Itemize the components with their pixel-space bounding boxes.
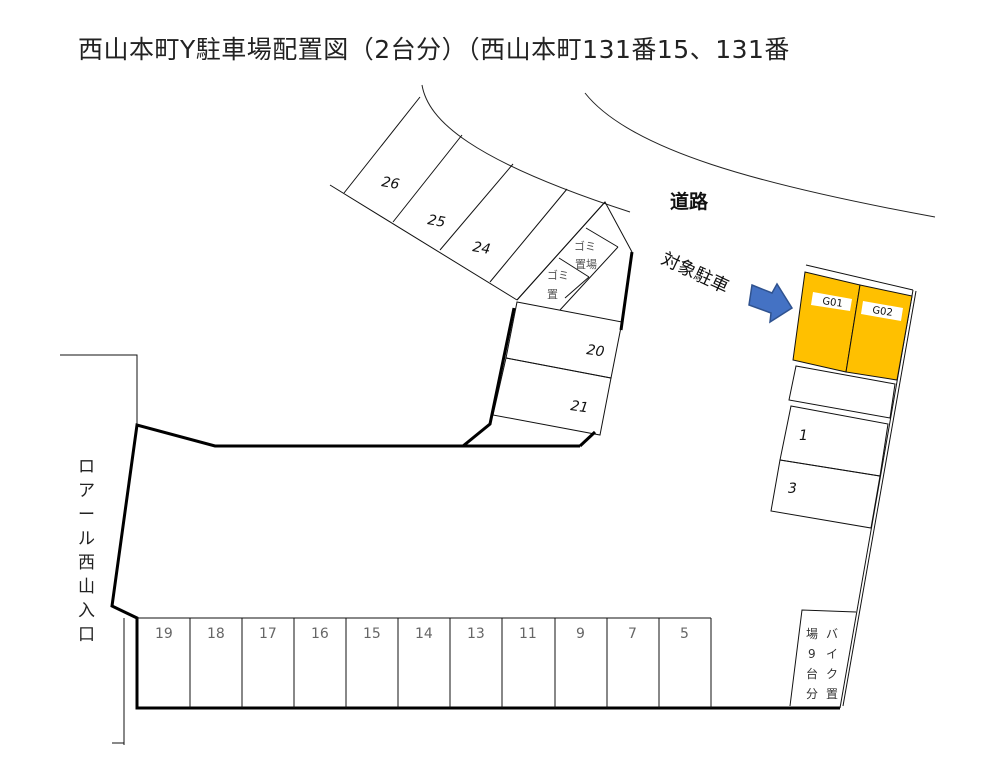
space-25: 25 [426,212,446,231]
space-17: 17 [259,626,277,642]
entrance-label: ロ ア ー ル 西 山 入 口 [78,457,95,645]
svg-text:ー: ー [78,505,95,525]
space-18: 18 [207,626,225,642]
road-edge-left [421,84,631,213]
svg-text:ロ: ロ [78,457,95,477]
bottom-row-labels: 19 18 17 16 15 14 13 11 9 7 5 [155,626,689,642]
svg-text:イ: イ [826,647,838,661]
middle-spaces [492,301,623,436]
svg-text:ク: ク [826,667,838,681]
svg-text:口: 口 [78,625,95,645]
road-edge-right [584,92,936,218]
target-label: 対象駐車 [658,248,732,297]
space-26: 26 [380,174,400,193]
right-column-spaces [770,365,896,529]
space-15: 15 [363,626,381,642]
bike-parking [789,609,857,707]
svg-text:ア: ア [78,481,95,501]
bottom-row [137,617,712,708]
space-14: 14 [415,626,433,642]
space-24: 24 [471,239,491,258]
road-label: 道路 [670,190,709,213]
target-spaces: G01 G02 [792,271,913,381]
arrow-icon [748,282,794,324]
svg-text:置: 置 [826,687,838,701]
svg-text:バ: バ [826,627,838,641]
svg-text:ル: ル [78,529,95,549]
svg-text:入: 入 [78,601,95,621]
trash-area-2-line1: ゴミ [547,268,569,282]
space-7: 7 [628,626,637,642]
space-9: 9 [576,626,585,642]
svg-text:西: 西 [78,553,95,573]
svg-text:9: 9 [808,647,816,661]
space-21: 21 [569,398,589,416]
space-5: 5 [680,626,689,642]
trash-area-1-line2: 置場 [575,258,597,271]
trash-area-2-line2: 置 [547,288,558,301]
space-19: 19 [155,626,173,642]
space-3: 3 [788,481,797,497]
space-16: 16 [311,626,329,642]
space-13: 13 [467,626,485,642]
trash-area [516,201,633,311]
space-1: 1 [799,428,808,444]
page-title: 西山本町Y駐車場配置図（2台分）（西山本町131番15、131番 [78,35,790,64]
left-outer-lines [60,354,138,745]
trash-area-1-line1: ゴミ [574,239,596,253]
svg-text:台: 台 [806,666,818,681]
space-11: 11 [519,626,537,642]
svg-text:分: 分 [806,687,818,701]
bike-parking-label: バ イ ク 置 場 9 台 分 [806,627,838,701]
g01-label: G01 [822,296,844,310]
svg-text:山: 山 [78,577,95,597]
g02-label: G02 [872,305,894,319]
svg-text:場: 場 [806,627,818,641]
space-20: 20 [585,342,605,360]
